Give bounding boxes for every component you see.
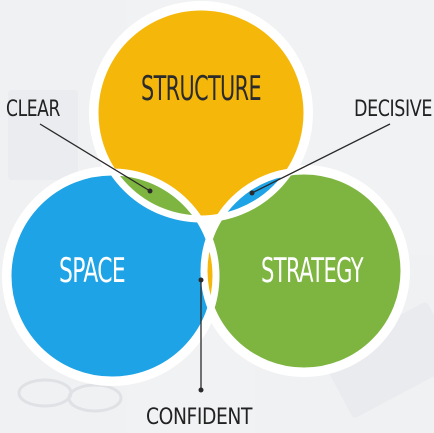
circle-label-space: SPACE [59,251,125,291]
callout-lines [39,123,391,393]
circle-label-structure: STRUCTURE [141,69,261,109]
callout-label-clear: CLEAR [6,97,60,122]
circle-structure [95,7,307,219]
circle-label-strategy: STRATEGY [261,251,364,291]
circle-space [8,172,216,380]
circle-outlines [4,3,408,384]
circle-strategy [204,171,404,371]
callout-label-decisive: DECISIVE [354,97,432,122]
callout-label-confident: CONFIDENT [146,405,253,430]
